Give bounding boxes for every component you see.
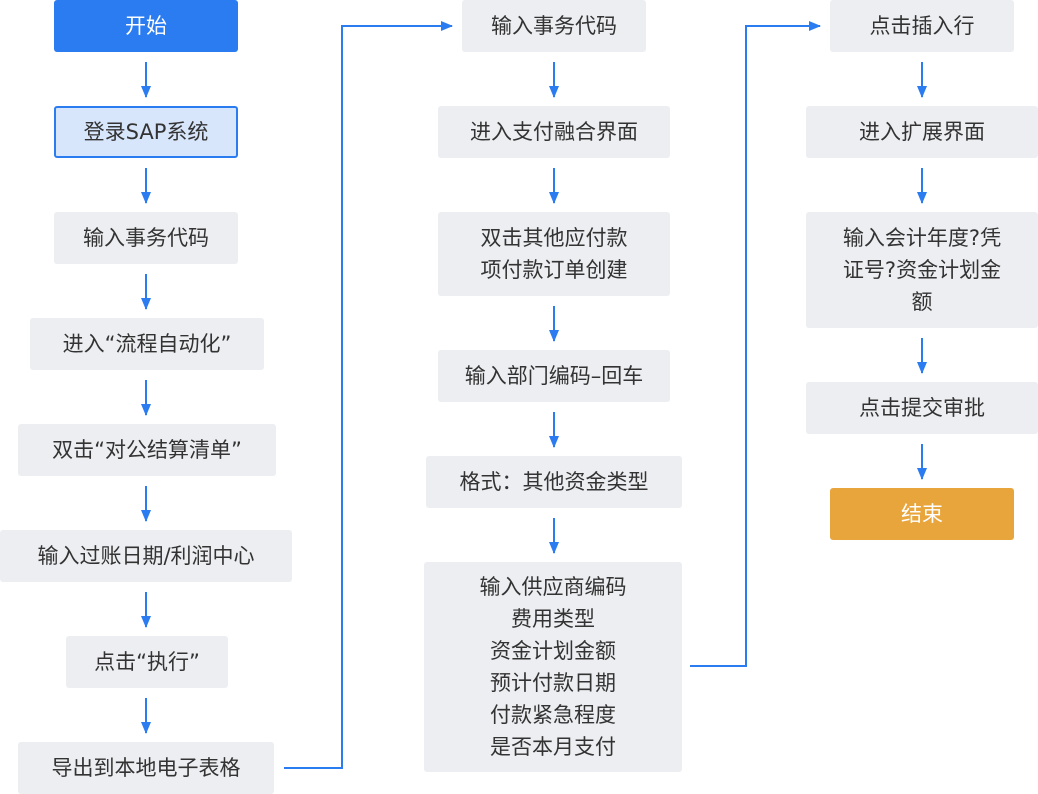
node-format-type: 格式：其他资金类型 (426, 456, 682, 508)
node-end-label: 结束 (901, 502, 943, 526)
node-supplier-details-line-3: 资金计划金额 (490, 639, 616, 663)
node-fiscal-year-line-3: 额 (911, 290, 933, 314)
node-dept-code-label: 输入部门编码–回车 (464, 364, 644, 388)
node-submit-approval-label: 点击提交审批 (859, 396, 985, 420)
node-submit-approval: 点击提交审批 (806, 382, 1038, 434)
node-supplier-details: 输入供应商编码 费用类型 资金计划金额 预计付款日期 付款紧急程度 是否本月支付 (424, 562, 682, 772)
node-fiscal-year-line-2: 证号?资金计划金 (842, 258, 1002, 282)
node-process-automation-label: 进入“流程自动化” (62, 332, 232, 356)
arrow-supplier-insert (690, 21, 821, 667)
node-execute: 点击“执行” (66, 636, 228, 688)
node-execute-label: 点击“执行” (94, 650, 200, 674)
node-posting-date-label: 输入过账日期/利润中心 (37, 544, 255, 568)
node-enter-tcode-1: 输入事务代码 (54, 212, 238, 264)
node-dblclick-payable-line-2: 项付款订单创建 (480, 258, 628, 282)
node-dblclick-payable-line-1: 双击其他应付款 (480, 226, 628, 250)
node-extend-view: 进入扩展界面 (806, 106, 1038, 158)
node-start: 开始 (54, 0, 238, 52)
node-payment-fusion: 进入支付融合界面 (438, 106, 670, 158)
node-end: 结束 (830, 488, 1014, 540)
node-supplier-details-line-5: 付款紧急程度 (490, 703, 616, 727)
node-supplier-details-line-1: 输入供应商编码 (479, 575, 627, 599)
node-dblclick-settlement-label: 双击“对公结算清单” (52, 438, 242, 462)
node-insert-row-label: 点击插入行 (869, 14, 975, 38)
node-dblclick-payable: 双击其他应付款 项付款订单创建 (438, 212, 670, 296)
node-insert-row: 点击插入行 (830, 0, 1014, 52)
node-supplier-details-line-4: 预计付款日期 (490, 671, 616, 695)
node-supplier-details-line-6: 是否本月支付 (490, 735, 616, 759)
node-fiscal-year: 输入会计年度?凭 证号?资金计划金 额 (806, 212, 1038, 328)
node-format-type-label: 格式：其他资金类型 (459, 470, 649, 494)
node-export-excel-label: 导出到本地电子表格 (51, 756, 241, 780)
node-export-excel: 导出到本地电子表格 (18, 742, 274, 794)
node-dblclick-settlement: 双击“对公结算清单” (18, 424, 276, 476)
node-payment-fusion-label: 进入支付融合界面 (470, 120, 638, 144)
node-login-sap-label: 登录SAP系统 (83, 120, 209, 144)
node-extend-view-label: 进入扩展界面 (859, 120, 985, 144)
node-login-sap: 登录SAP系统 (54, 106, 238, 158)
node-fiscal-year-line-1: 输入会计年度?凭 (842, 226, 1002, 250)
node-dept-code: 输入部门编码–回车 (438, 350, 670, 402)
node-posting-date: 输入过账日期/利润中心 (0, 530, 292, 582)
node-enter-tcode-2-label: 输入事务代码 (491, 14, 617, 38)
node-enter-tcode-1-label: 输入事务代码 (83, 226, 209, 250)
node-enter-tcode-2: 输入事务代码 (462, 0, 646, 52)
node-start-label: 开始 (125, 14, 167, 38)
node-supplier-details-line-2: 费用类型 (511, 607, 595, 631)
node-process-automation: 进入“流程自动化” (30, 318, 264, 370)
